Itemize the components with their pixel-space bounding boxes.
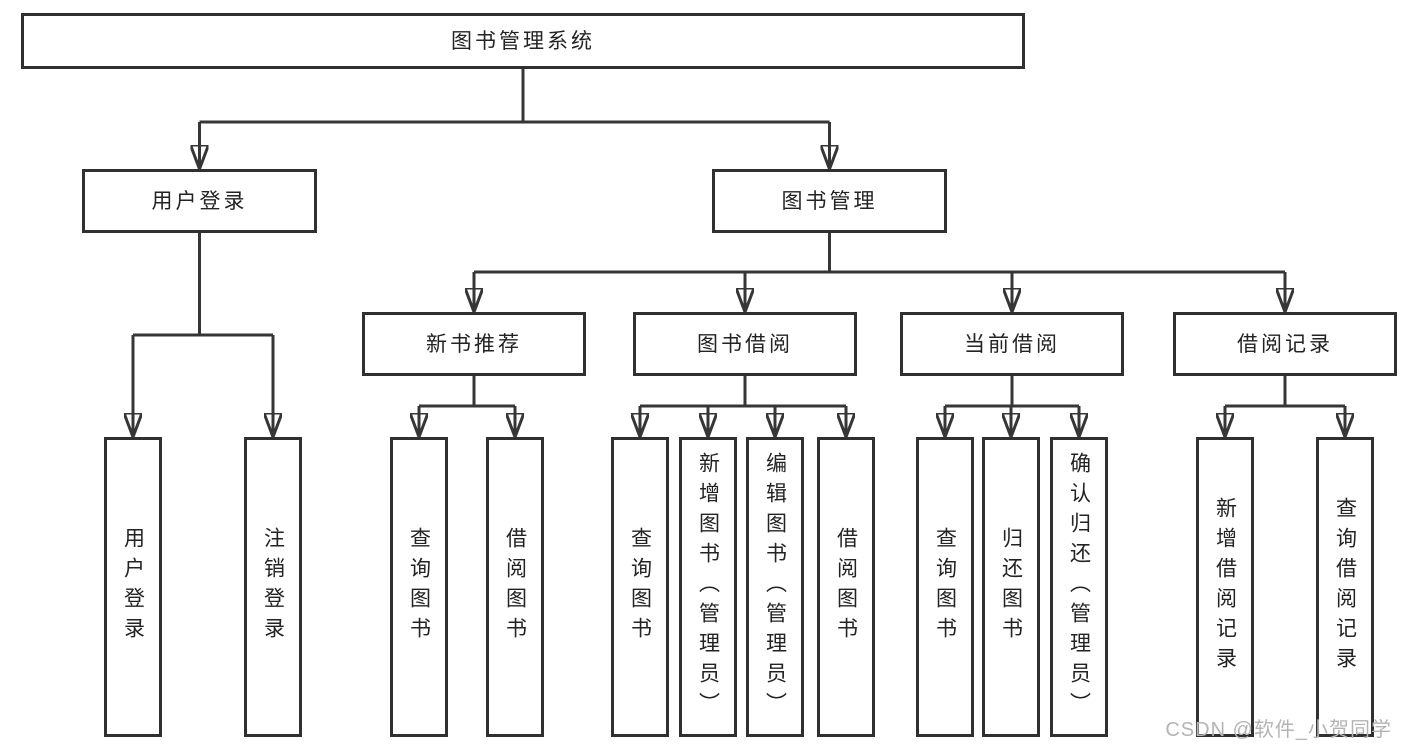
node-leaf-logout: 注销登录 xyxy=(244,437,302,737)
node-leaf-query-book-3-label: 查询图书 xyxy=(933,527,957,647)
node-leaf-query-record-label: 查询借阅记录 xyxy=(1333,497,1357,677)
connector-book-borrow-branch xyxy=(640,376,846,408)
node-leaf-borrow-book-1-label: 借阅图书 xyxy=(503,527,527,647)
node-user-login-label: 用户登录 xyxy=(151,189,248,213)
node-borrow-records: 借阅记录 xyxy=(1173,312,1397,376)
node-leaf-query-book-1-label: 查询图书 xyxy=(407,527,431,647)
node-new-book-rec: 新书推荐 xyxy=(362,312,586,376)
node-leaf-add-book-label: 新增图书（管理员） xyxy=(696,452,720,722)
csdn-watermark: CSDN @软件_小贺同学 xyxy=(1165,719,1392,741)
node-leaf-borrow-book-2: 借阅图书 xyxy=(817,437,875,737)
connector-root-branch xyxy=(199,69,830,124)
node-book-borrow: 图书借阅 xyxy=(633,312,857,376)
node-book-mgmt-label: 图书管理 xyxy=(781,189,878,213)
node-leaf-user-login-label: 用户登录 xyxy=(121,527,145,647)
node-leaf-return-book-label: 归还图书 xyxy=(999,527,1023,647)
node-leaf-confirm-return: 确认归还（管理员） xyxy=(1050,437,1108,737)
node-borrow-records-label: 借阅记录 xyxy=(1237,332,1333,356)
node-leaf-edit-book: 编辑图书（管理员） xyxy=(746,437,804,737)
node-leaf-confirm-return-label: 确认归还（管理员） xyxy=(1067,452,1091,722)
node-leaf-query-record: 查询借阅记录 xyxy=(1316,437,1374,737)
node-root-label: 图书管理系统 xyxy=(451,29,595,53)
node-leaf-borrow-book-1: 借阅图书 xyxy=(486,437,544,737)
node-leaf-query-book-3: 查询图书 xyxy=(916,437,974,737)
node-current-borrow: 当前借阅 xyxy=(900,312,1124,376)
connector-current-borrow-branch xyxy=(945,376,1079,408)
node-new-book-rec-label: 新书推荐 xyxy=(426,332,522,356)
node-current-borrow-label: 当前借阅 xyxy=(964,332,1060,356)
node-leaf-user-login: 用户登录 xyxy=(104,437,162,737)
node-leaf-edit-book-label: 编辑图书（管理员） xyxy=(763,452,787,722)
node-book-borrow-label: 图书借阅 xyxy=(697,332,793,356)
connector-borrow-records-branch xyxy=(1225,376,1345,408)
node-user-login: 用户登录 xyxy=(82,169,317,233)
node-leaf-add-book: 新增图书（管理员） xyxy=(679,437,737,737)
node-book-mgmt: 图书管理 xyxy=(712,169,947,233)
node-leaf-query-book-1: 查询图书 xyxy=(390,437,448,737)
connector-book-mgmt-branch xyxy=(474,233,1285,274)
node-leaf-query-book-2-label: 查询图书 xyxy=(628,527,652,647)
connector-new-book-branch xyxy=(419,376,515,408)
node-root: 图书管理系统 xyxy=(21,13,1025,69)
node-leaf-add-record: 新增借阅记录 xyxy=(1196,437,1254,737)
node-leaf-add-record-label: 新增借阅记录 xyxy=(1213,497,1237,677)
node-leaf-borrow-book-2-label: 借阅图书 xyxy=(834,527,858,647)
node-leaf-return-book: 归还图书 xyxy=(982,437,1040,737)
node-leaf-logout-label: 注销登录 xyxy=(261,527,285,647)
node-leaf-query-book-2: 查询图书 xyxy=(611,437,669,737)
connector-user-login-branch xyxy=(133,233,273,337)
